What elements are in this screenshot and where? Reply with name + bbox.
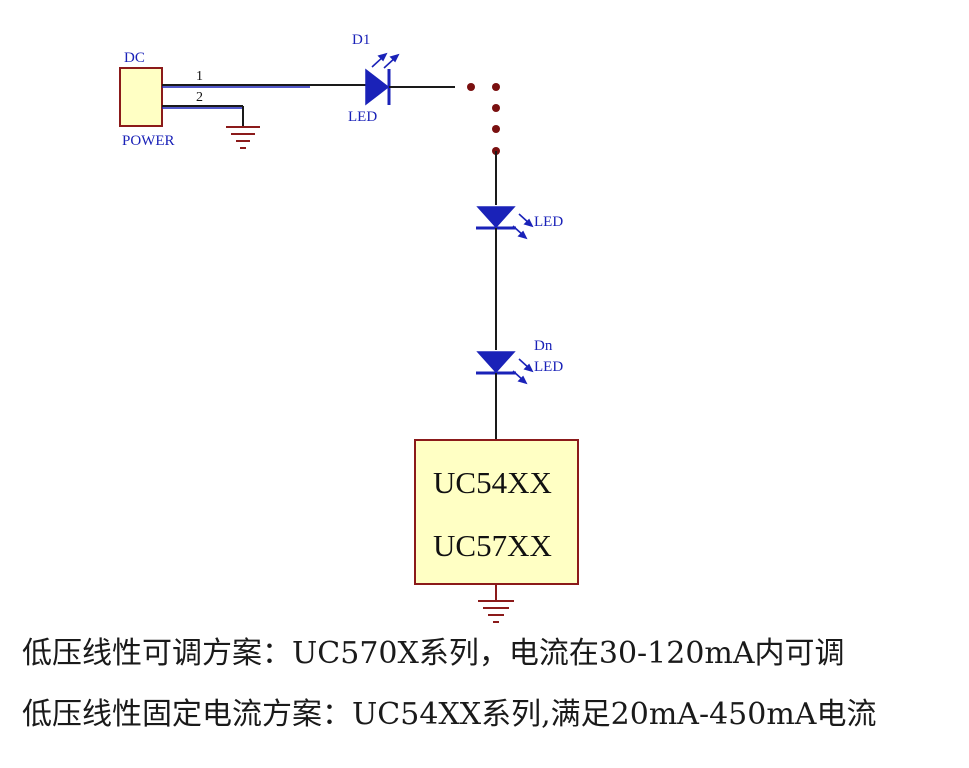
led-dn-designator: Dn: [534, 338, 553, 354]
ground-icon: [226, 126, 260, 149]
led-middle: LED: [476, 206, 563, 240]
led-middle-triangle: [476, 206, 516, 229]
led-d1-designator: D1: [352, 32, 370, 48]
dc-power-connector: DC POWER 1 2: [119, 50, 203, 149]
driver-chip-line2: UC57XX: [433, 528, 552, 563]
driver-chip-line1: UC54XX: [433, 465, 552, 500]
led-dn: Dn LED: [476, 338, 563, 385]
driver-chip-body: [414, 439, 579, 585]
led-d1-light-arrows-icon: [371, 52, 400, 69]
led-dn-triangle: [476, 351, 516, 374]
connector-pin2-label: 2: [196, 90, 203, 105]
led-middle-light-arrows-icon: [512, 213, 534, 240]
connector-label-dc: DC: [124, 50, 145, 66]
led-d1-type: LED: [348, 109, 377, 125]
connector-body: [119, 67, 163, 127]
led-d1: D1 LED: [348, 32, 400, 125]
connector-pin1-label: 1: [196, 69, 203, 84]
caption-adjustable-scheme: 低压线性可调方案：UC570X系列，电流在30-120mA内可调: [22, 636, 845, 671]
led-dn-type: LED: [534, 359, 563, 375]
continuation-dots: [467, 83, 500, 155]
led-dn-light-arrows-icon: [512, 358, 534, 385]
led-middle-type: LED: [534, 214, 563, 230]
ground-icon: [478, 600, 514, 623]
led-d1-triangle: [365, 68, 390, 106]
driver-chip: UC54XX UC57XX: [414, 439, 579, 585]
caption-fixed-current-scheme: 低压线性固定电流方案：UC54XX系列,满足20mA-450mA电流: [22, 697, 877, 732]
connector-label-power: POWER: [122, 133, 175, 149]
